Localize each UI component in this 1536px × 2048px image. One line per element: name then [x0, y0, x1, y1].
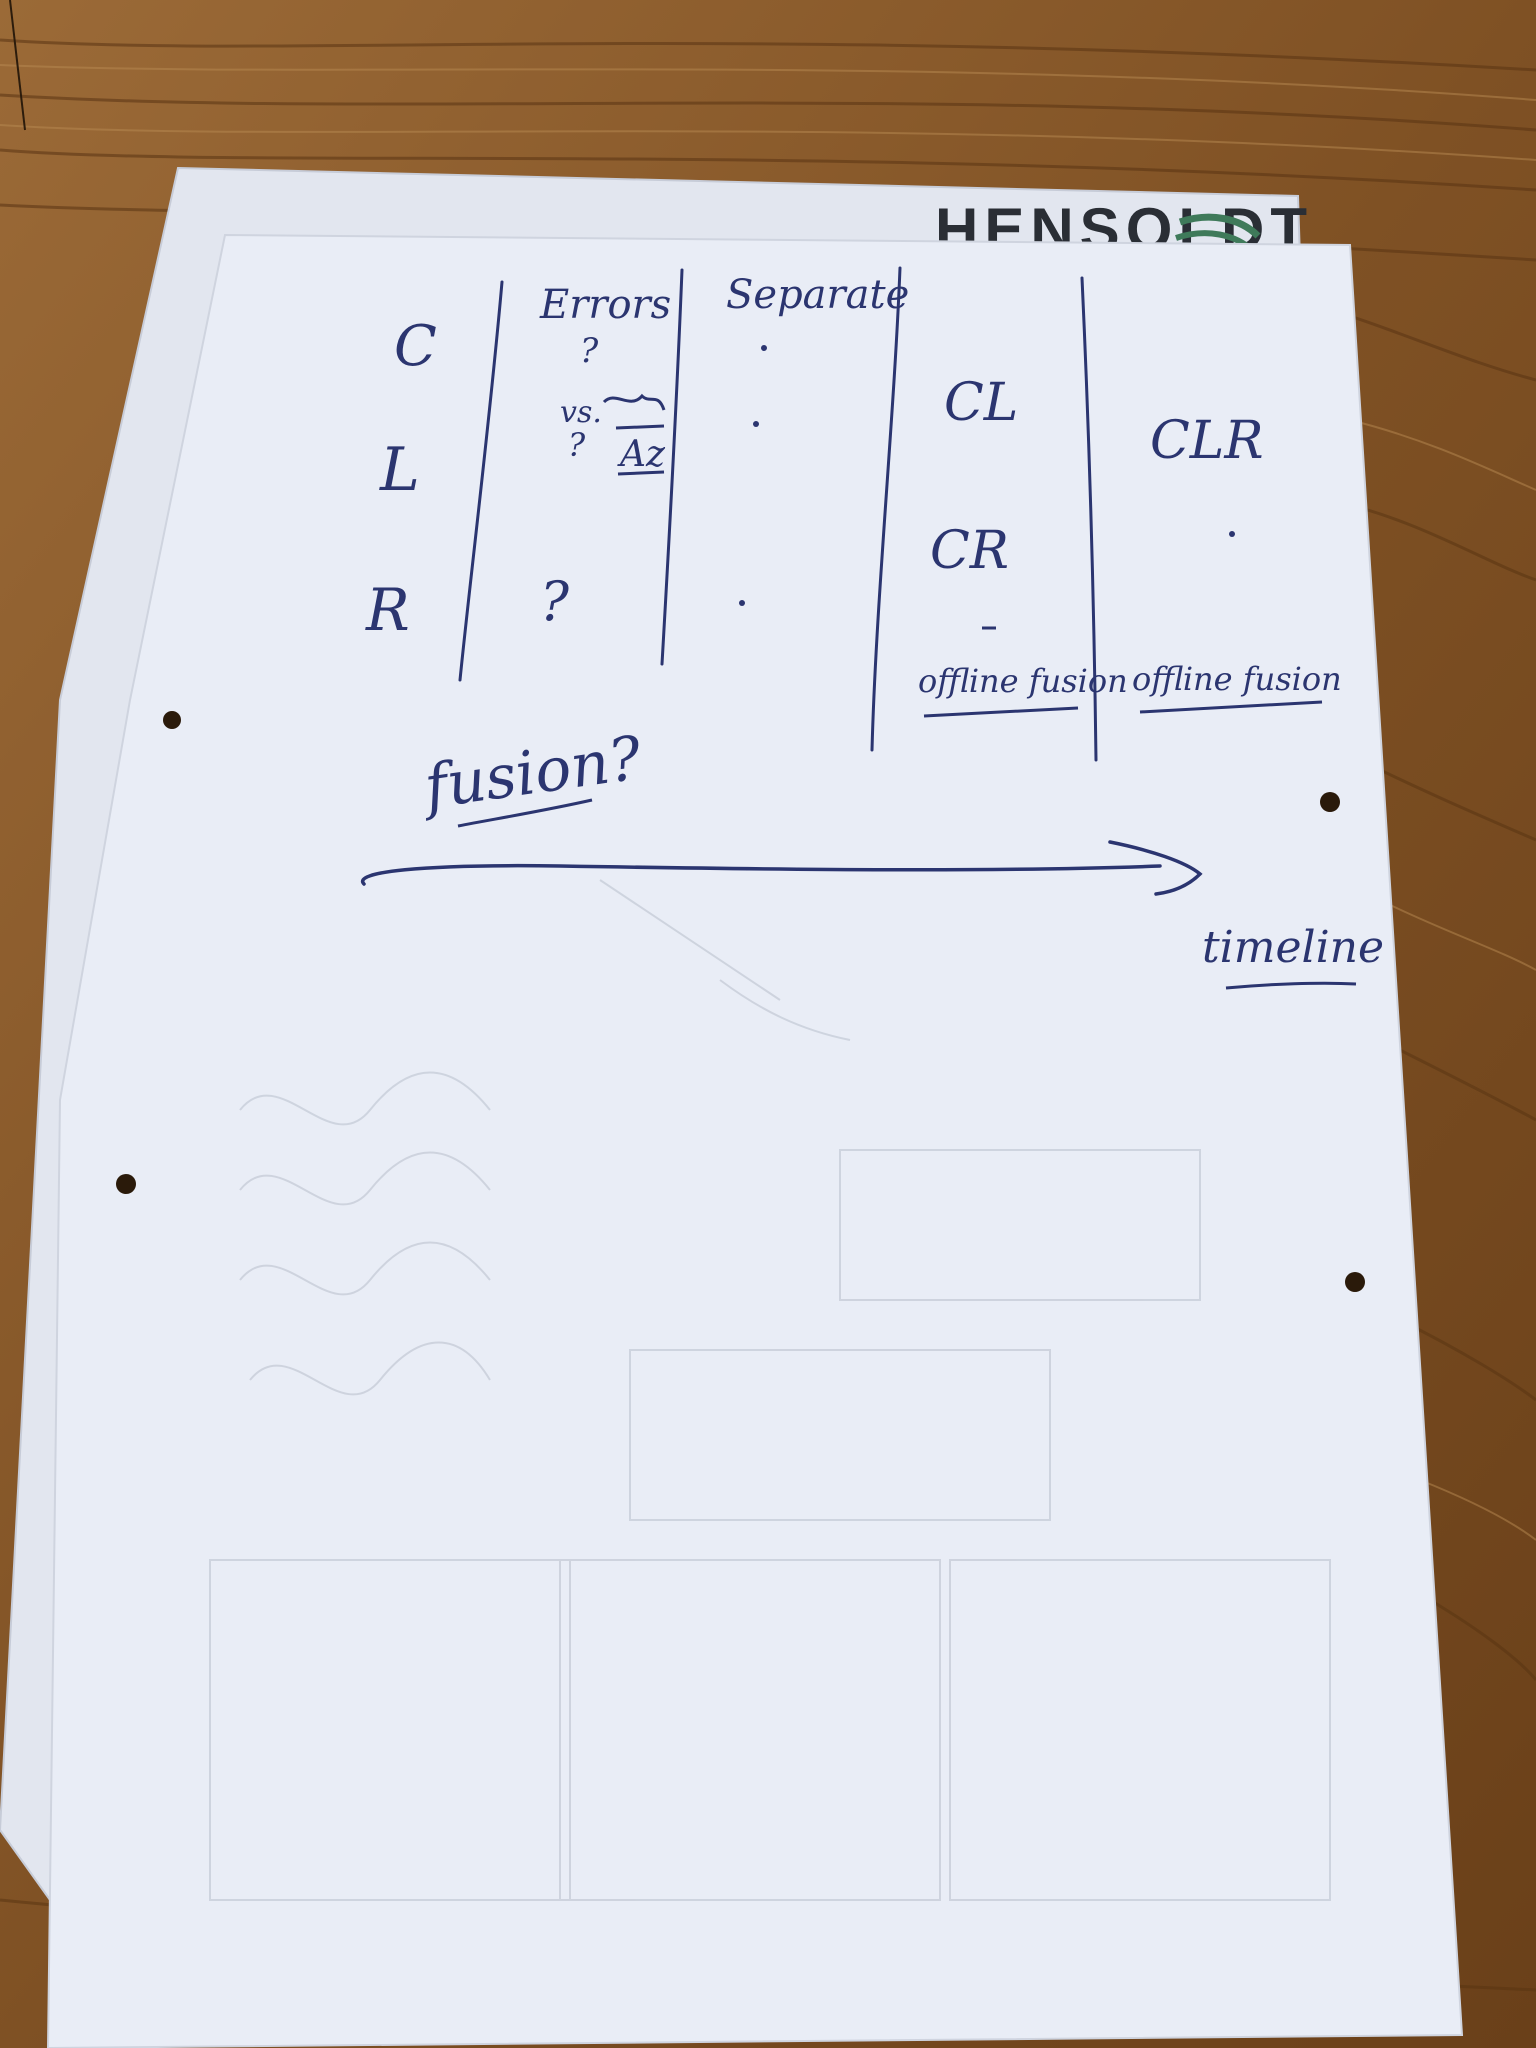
- dot-mark: [761, 345, 767, 351]
- header-separate: Separate: [726, 272, 909, 318]
- dot-mark: [739, 600, 745, 606]
- combo-2-note-underline: [1139, 700, 1323, 714]
- scribble-mark: [602, 393, 666, 411]
- timeline-arrowhead-icon: [1108, 840, 1203, 896]
- header-errors: Errors: [539, 282, 671, 328]
- punch-hole: [1345, 1272, 1365, 1292]
- errors-mark-r: ?: [540, 570, 570, 633]
- dot-mark: [1229, 531, 1235, 537]
- combo-2-note: offline fusion: [1132, 660, 1342, 698]
- combo-1-note: offline fusion: [918, 662, 1128, 700]
- timeline-underline: [1225, 981, 1357, 990]
- timeline-arrow: [360, 863, 1162, 886]
- dot-mark: [753, 421, 759, 427]
- errors-mark-c: ?: [580, 331, 599, 371]
- punch-hole: [163, 711, 181, 729]
- az-underline: [617, 470, 665, 476]
- combo-1-bottom: CR: [930, 521, 1009, 581]
- logo-swoosh-icon: [1178, 213, 1261, 239]
- combo-1-note-underline: [923, 706, 1079, 718]
- errors-mark-l: ?: [568, 426, 586, 464]
- combo-2-top: CLR: [1150, 411, 1263, 471]
- punch-hole: [1320, 792, 1340, 812]
- table-lines: [458, 266, 1098, 762]
- row-label-r: R: [365, 576, 410, 644]
- timeline-label: timeline: [1202, 922, 1384, 973]
- errors-mark-az: Az: [617, 434, 666, 475]
- faint-sketches: [209, 879, 1331, 1901]
- errors-mark-vs: vs.: [560, 395, 602, 430]
- row-label-l: L: [379, 435, 420, 505]
- combo-1-top: CL: [944, 373, 1018, 433]
- top-sheet: [46, 233, 1464, 2048]
- row-label-c: C: [394, 314, 437, 379]
- fusion-underline: [457, 798, 593, 828]
- punch-hole: [116, 1174, 136, 1194]
